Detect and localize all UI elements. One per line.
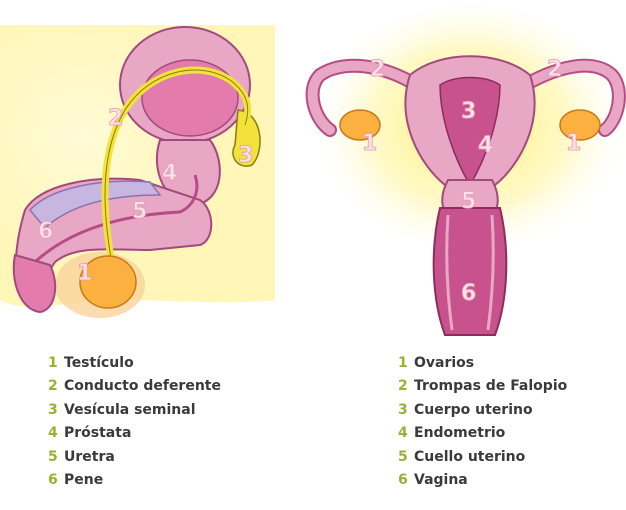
legend-label: Ovarios <box>414 355 474 371</box>
female-marker-5: 5 <box>461 189 476 214</box>
legend-number: 4 <box>48 422 64 445</box>
male-marker-6: 6 <box>38 219 53 244</box>
legend-label: Conducto deferente <box>64 378 221 394</box>
legend-number: 5 <box>398 446 414 469</box>
male-marker-1: 1 <box>77 261 92 286</box>
legend-number: 6 <box>398 469 414 492</box>
legend-label: Cuello uterino <box>414 449 525 465</box>
legend-label: Testículo <box>64 355 134 371</box>
legend-number: 3 <box>48 399 64 422</box>
legend-number: 2 <box>48 375 64 398</box>
female-marker-1-right: 1 <box>566 131 581 156</box>
legend-number: 3 <box>398 399 414 422</box>
female-marker-2-left: 2 <box>370 57 385 82</box>
male-marker-4: 4 <box>162 161 177 186</box>
legend-number: 4 <box>398 422 414 445</box>
legend-number: 5 <box>48 446 64 469</box>
legend-number: 6 <box>48 469 64 492</box>
female-marker-3: 3 <box>461 99 476 124</box>
legend-label: Vesícula seminal <box>64 402 196 418</box>
legend-label: Cuerpo uterino <box>414 402 533 418</box>
reproductive-diagram: 1 2 3 4 5 6 2 2 3 4 1 1 5 6 <box>0 0 626 345</box>
female-diagram: 2 2 3 4 1 1 5 6 <box>305 5 626 335</box>
male-marker-5: 5 <box>132 199 147 224</box>
female-marker-4: 4 <box>478 133 493 158</box>
male-marker-3: 3 <box>238 143 253 168</box>
legend-label: Trompas de Falopio <box>414 378 567 394</box>
legend-number: 1 <box>48 352 64 375</box>
legend-label: Vagina <box>414 472 468 488</box>
legend-label: Próstata <box>64 425 131 441</box>
vagina <box>434 208 507 335</box>
male-diagram: 1 2 3 4 5 6 <box>0 25 275 318</box>
legend-label: Endometrio <box>414 425 505 441</box>
male-marker-2: 2 <box>108 106 123 131</box>
female-marker-6: 6 <box>461 281 476 306</box>
legend-number: 2 <box>398 375 414 398</box>
female-marker-1-left: 1 <box>362 131 377 156</box>
legend-label: Uretra <box>64 449 115 465</box>
female-marker-2-right: 2 <box>547 57 562 82</box>
legend-number: 1 <box>398 352 414 375</box>
legend-label: Pene <box>64 472 103 488</box>
